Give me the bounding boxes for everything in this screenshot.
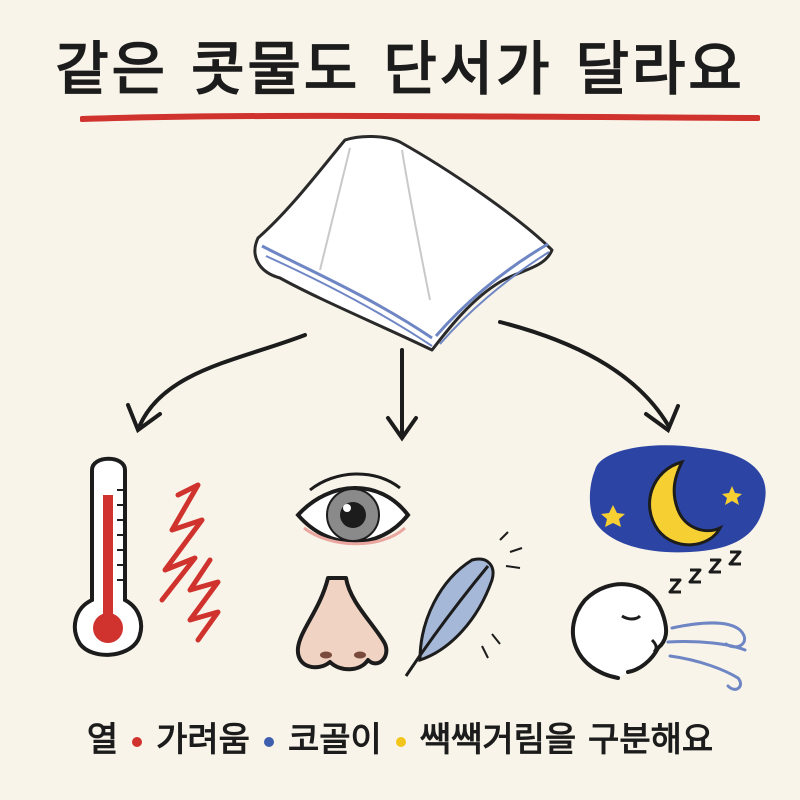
caption-snoring: 코골이	[287, 720, 382, 760]
moon-night-icon	[589, 445, 766, 553]
caption-itch: 가려움	[156, 720, 250, 760]
breath-wind-icon	[666, 621, 747, 691]
thermometer-icon	[72, 456, 144, 657]
caption: 열 가려움 코골이 쌕쌕거림을 구분해요	[0, 712, 800, 761]
handkerchief-icon	[253, 135, 554, 352]
caption-fever: 열	[86, 720, 119, 760]
arrow-center	[386, 348, 418, 442]
arrow-left	[126, 333, 307, 434]
title-underline	[80, 112, 760, 122]
heat-zigzag-icon	[159, 482, 221, 643]
eye-icon	[295, 472, 411, 546]
blue-dot-icon	[263, 736, 274, 747]
caption-wheezing: 쌕쌕거림을 구분해요	[419, 720, 714, 760]
feather-icon	[404, 531, 523, 677]
arrow-right	[498, 320, 680, 434]
yellow-dot-icon	[395, 736, 406, 747]
page-title: 같은 콧물도 단서가 달라요	[55, 35, 745, 103]
red-dot-icon	[132, 736, 143, 747]
sleeping-face-icon	[570, 550, 742, 680]
nose-icon	[295, 576, 389, 672]
